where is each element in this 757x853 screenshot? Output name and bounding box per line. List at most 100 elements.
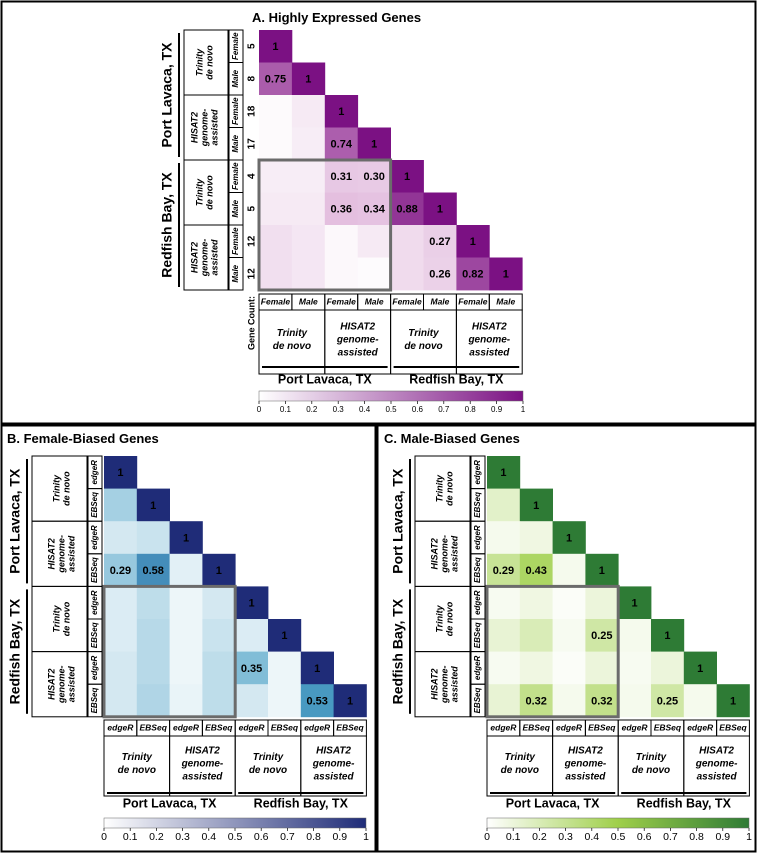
row-sub-label-c: EBSeq (473, 622, 482, 648)
heatmap-cell-a (291, 225, 326, 258)
heatmap-cell-c (487, 684, 521, 718)
cell-value-label-c: 0.43 (525, 565, 546, 577)
heatmap-cell-a (357, 127, 391, 161)
heatmap-cell-b (268, 619, 302, 652)
col-sub-label-a: Male (365, 296, 384, 306)
heatmap-cell-b (268, 651, 302, 685)
cell-value-label-b: 1 (281, 630, 287, 642)
heatmap-cell-b (202, 684, 236, 718)
heatmap-cell-a (324, 257, 359, 291)
gene-count-label: 5 (247, 206, 258, 212)
cell-value-label-b: 1 (117, 467, 123, 479)
cell-value-label-a: 1 (437, 204, 443, 216)
row-sub-box-b (87, 683, 103, 718)
row-method-label-a: genome- (199, 109, 209, 148)
row-sub-label-a: Male (231, 199, 240, 217)
heatmap-cell-c (487, 619, 521, 652)
col-sub-label-c: EBSeq (522, 722, 550, 732)
colorbar-tick-label-a: 0.3 (333, 405, 345, 414)
gene-count-label: 18 (247, 105, 258, 117)
colorbar-b (103, 817, 367, 829)
heatmap-cell-b (300, 651, 334, 685)
cell-value-label-c: 1 (566, 532, 572, 544)
row-method-label-c: de novo (444, 471, 454, 506)
heatmap-cell-b (136, 488, 170, 522)
row-sub-label-a: Male (231, 264, 240, 282)
colorbar-tick-label-c: 0.5 (611, 831, 626, 843)
row-method-box-c (414, 651, 471, 718)
heatmap-cell-c (585, 553, 619, 587)
col-sub-label-b: EBSeq (205, 722, 233, 732)
row-method-label-a: assisted (209, 109, 219, 146)
colorbar-tick-label-a: 0.1 (280, 405, 292, 414)
colorbar-tick-label-b: 0 (101, 831, 107, 843)
row-sub-label-b: edgeR (90, 460, 99, 485)
heatmap-cell-c (487, 488, 521, 522)
colorbar-tick-label-b: 0.2 (149, 831, 164, 843)
col-sub-label-a: Female (458, 296, 488, 306)
heatmap-cell-a (390, 160, 424, 193)
heatmap-cell-c (519, 684, 553, 718)
colorbar-tick-label-c: 0.4 (584, 831, 599, 843)
panel-b-title: B. Female-Biased Genes (7, 431, 159, 446)
heatmap-cell-b (169, 651, 203, 685)
cell-value-label-a: 0.34 (363, 204, 385, 216)
row-method-label-b: de novo (61, 601, 71, 636)
heatmap-cell-a (357, 257, 391, 291)
row-method-label-c: assisted (449, 666, 459, 703)
heatmap-cell-a (291, 160, 326, 193)
cell-value-label-c: 1 (632, 598, 638, 610)
colorbar-tick-label-c: 0.2 (532, 831, 547, 843)
heatmap-cell-b (169, 684, 203, 718)
gene-count-heading: Gene Count: (246, 296, 256, 350)
colorbar-tick-label-b: 0.9 (332, 831, 347, 843)
colorbar-tick-label-a: 0.4 (359, 405, 371, 414)
highlight-box-a (257, 158, 393, 292)
col-method-label-c: de novo (501, 765, 539, 776)
heatmap-cell-c (552, 684, 586, 718)
colorbar-tick-label-c: 0.9 (715, 831, 730, 843)
colorbar-tick-label-b: 1 (363, 831, 369, 843)
heatmap-cell-c (585, 619, 619, 652)
heatmap-cell-b (235, 684, 269, 718)
gene-count-label: 12 (247, 235, 258, 247)
heatmap-cell-a (390, 225, 424, 258)
heatmap-cell-b (169, 521, 203, 555)
colorbar-tick-label-b: 0.1 (123, 831, 138, 843)
heatmap-cell-c (618, 619, 652, 652)
cell-value-label-c: 0.29 (493, 565, 514, 577)
row-sub-label-b: edgeR (90, 525, 99, 550)
heatmap-cell-c (487, 521, 521, 555)
row-method-label-c: de novo (444, 601, 454, 636)
cell-value-label-a: 1 (305, 74, 311, 86)
row-method-label-c: Trinity (434, 474, 444, 502)
colorbar-tick-label-b: 0.3 (175, 831, 190, 843)
heatmap-cell-b (136, 684, 170, 718)
row-sub-label-a: Female (231, 97, 240, 125)
heatmap-cell-a (423, 192, 457, 226)
heatmap-cell-b (104, 651, 138, 685)
colorbar-tick-label-c: 0.1 (506, 831, 521, 843)
row-location-label-c: Port Lavaca, TX (390, 468, 406, 574)
heatmap-cell-a (390, 257, 424, 291)
row-sub-label-a: Female (231, 227, 240, 255)
cell-value-label-b: 1 (314, 663, 320, 675)
heatmap-cell-c (651, 619, 685, 652)
heatmap-cell-c (618, 586, 652, 620)
col-method-label-a: Trinity (408, 328, 439, 339)
cell-value-label-c: 1 (599, 565, 605, 577)
heatmap-cell-b (235, 619, 269, 652)
col-method-box-a (455, 309, 523, 375)
heatmap-cell-a (324, 127, 359, 161)
col-method-label-c: Trinity (636, 752, 667, 763)
heatmap-cell-b (136, 651, 170, 685)
row-sub-label-a: Female (231, 32, 240, 60)
cell-value-label-a: 1 (470, 236, 476, 248)
cell-value-label-c: 0.25 (657, 695, 678, 707)
colorbar-tick-label-c: 0 (484, 831, 490, 843)
col-sub-label-b: edgeR (239, 722, 266, 732)
row-method-label-a: HISAT2 (189, 242, 199, 273)
colorbar-tick-label-c: 1 (746, 831, 752, 843)
cell-value-label-b: 1 (216, 565, 222, 577)
